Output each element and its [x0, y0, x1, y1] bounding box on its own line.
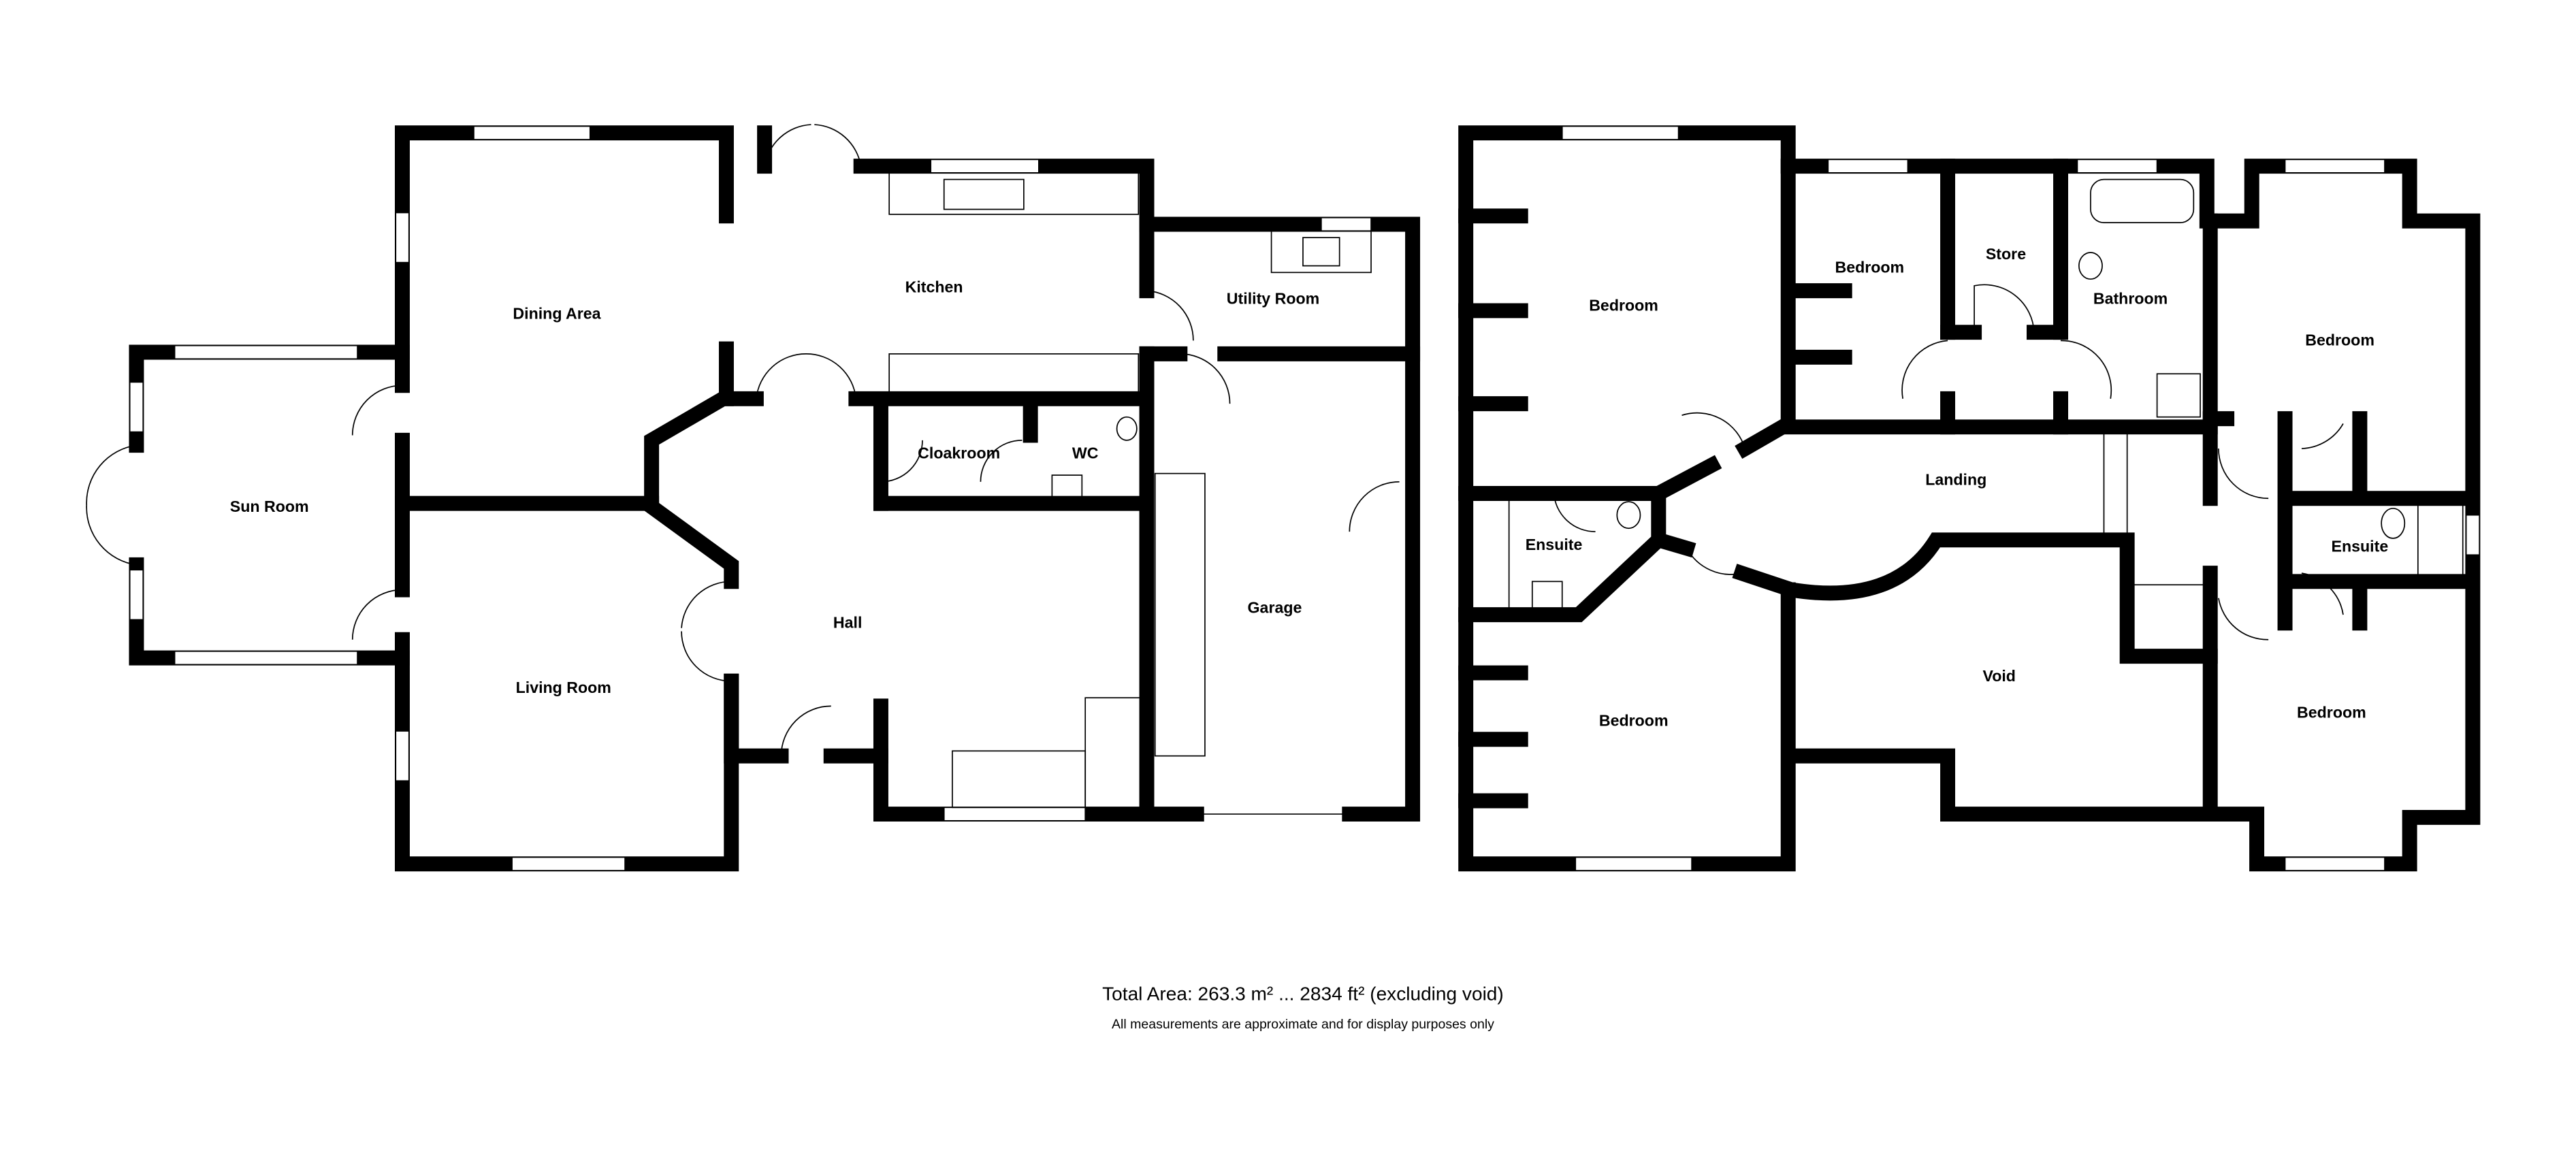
room-label-ensuite-1: Ensuite — [1526, 536, 1583, 553]
first-floor-plan: Bedroom Bedroom Store Bathroom Bedroom L… — [1458, 125, 2481, 872]
door-swing — [1553, 493, 1596, 532]
window — [511, 856, 626, 871]
kitchen-worktop-lower — [888, 353, 1140, 396]
door-swing — [1681, 412, 1746, 575]
ground-floor-plan: Dining Area Kitchen Utility Room Sun Roo… — [86, 124, 1421, 872]
room-label-bedroom-4: Bedroom — [1599, 712, 1669, 730]
room-label-living-room: Living Room — [516, 679, 611, 696]
total-area: Total Area: 263.3 m² ... 2834 ft² (exclu… — [1102, 983, 1504, 1004]
window — [473, 125, 591, 140]
window — [1827, 159, 1909, 174]
door-swing — [756, 353, 857, 399]
toilet-icon — [2078, 252, 2103, 280]
toilet-icon — [1116, 416, 1138, 441]
room-label-bathroom: Bathroom — [2093, 290, 2168, 308]
door-swing — [764, 124, 862, 167]
room-label-bedroom-5: Bedroom — [2297, 703, 2366, 721]
room-label-utility-room: Utility Room — [1227, 290, 1319, 308]
bath-icon — [2090, 178, 2195, 223]
window — [2076, 159, 2158, 174]
door-swing — [780, 705, 831, 756]
window — [2465, 514, 2480, 556]
shower-icon — [2417, 494, 2464, 579]
room-label-wc: WC — [1072, 444, 1099, 462]
door-swing — [1349, 481, 1400, 532]
window — [943, 807, 1086, 822]
window — [930, 159, 1040, 174]
door-swing — [86, 444, 137, 566]
stairs-icon — [952, 750, 1086, 809]
utility-sink-icon — [1302, 237, 1340, 267]
stairs-upper-icon — [1084, 697, 1141, 809]
window — [2284, 159, 2385, 174]
room-label-void: Void — [1982, 667, 2015, 685]
disclaimer: All measurements are approximate and for… — [1112, 1017, 1494, 1032]
window — [2284, 856, 2385, 871]
toilet-icon — [1616, 501, 1641, 530]
door-swing — [880, 439, 1023, 483]
room-label-kitchen: Kitchen — [905, 278, 963, 296]
room-label-sun-room: Sun Room — [230, 498, 309, 515]
room-label-cloakroom: Cloakroom — [918, 444, 1000, 462]
stairs-icon — [2133, 584, 2204, 652]
window — [1561, 125, 1679, 140]
room-label-landing: Landing — [1925, 471, 1986, 489]
window — [1320, 216, 1372, 232]
toilet-icon — [2381, 508, 2406, 539]
window — [395, 730, 410, 782]
room-label-dining-area: Dining Area — [513, 305, 601, 323]
room-label-bedroom-2: Bedroom — [1835, 258, 1904, 276]
basin-icon — [1051, 474, 1083, 500]
room-label-garage: Garage — [1248, 599, 1302, 617]
kitchen-worktop — [888, 172, 1140, 215]
shower-icon — [2156, 373, 2201, 418]
room-label-hall: Hall — [833, 614, 863, 632]
room-label-bedroom-3: Bedroom — [2305, 331, 2374, 349]
window — [129, 569, 144, 621]
room-label-bedroom-1: Bedroom — [1589, 296, 1658, 314]
bath-icon — [1472, 498, 1510, 609]
door-swing — [2218, 423, 2344, 640]
garage-wardrobe — [1154, 472, 1206, 757]
utility-worktop — [1270, 230, 1372, 274]
window — [1575, 856, 1692, 871]
stairs-icon — [2103, 431, 2128, 541]
door-swing — [681, 581, 732, 682]
door-swing — [1146, 290, 1231, 404]
door-swing — [1901, 284, 2112, 399]
window — [174, 650, 358, 666]
door-swing — [351, 385, 402, 640]
window — [174, 344, 358, 360]
room-label-ensuite-2: Ensuite — [2332, 537, 2389, 555]
room-label-store: Store — [1986, 245, 2026, 263]
sink-icon — [943, 178, 1025, 210]
window — [395, 212, 410, 263]
window — [129, 381, 144, 433]
basin-icon — [1531, 581, 1563, 609]
